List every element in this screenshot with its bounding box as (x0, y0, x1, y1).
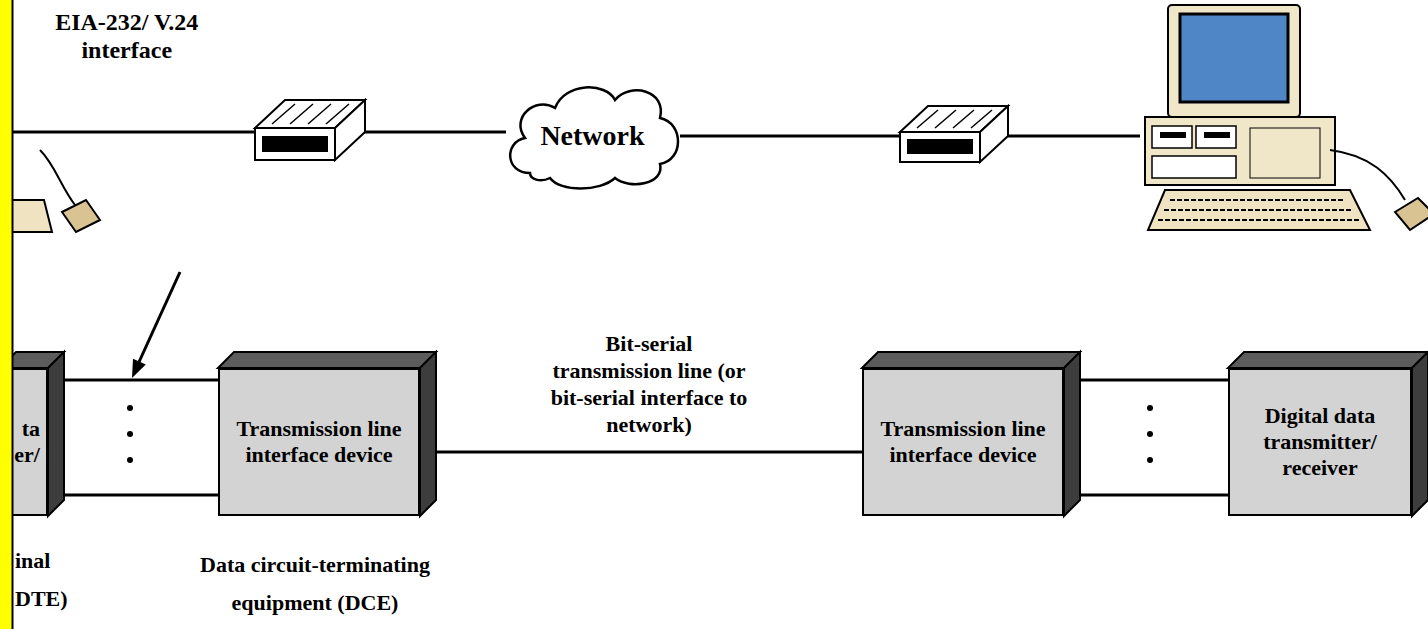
drive-bay (1152, 126, 1192, 148)
box-text: Transmission line interface device (870, 416, 1056, 468)
drive-bay (1152, 156, 1236, 178)
box-top-face (862, 352, 1080, 368)
wire (0, 131, 256, 134)
modem-grille (272, 104, 349, 124)
mouse (1395, 198, 1428, 230)
box-side-face (1412, 352, 1428, 516)
mouse (62, 200, 100, 232)
equipment-label: inal DTE) (15, 542, 75, 618)
drive-slot (1160, 132, 1186, 138)
network-cloud: Network (500, 78, 685, 193)
modem-grille (917, 110, 992, 128)
dte-box: Digital data transmitter/ receiver (1228, 368, 1412, 516)
dce-box: Transmission line interface device (218, 368, 420, 516)
box-text: Network (540, 120, 644, 152)
modem-slot (907, 139, 973, 154)
modem-side (980, 106, 1008, 162)
box-side-face (420, 352, 436, 516)
modem (255, 100, 365, 160)
dot (127, 457, 133, 463)
box-bevel (862, 352, 1080, 516)
keyboard (1148, 190, 1370, 230)
dot (1147, 405, 1153, 411)
modem-front (255, 128, 335, 160)
box-top-face (1228, 352, 1428, 368)
dot (127, 431, 133, 437)
transmission-line (1080, 380, 1228, 495)
box-top-face (218, 352, 436, 368)
dce-box: Transmission line interface device (862, 368, 1064, 516)
box-side-face (48, 352, 64, 516)
system-unit (1145, 117, 1335, 185)
box-text: Transmission line interface device (226, 416, 412, 468)
dot (127, 405, 133, 411)
margin-bar (0, 0, 12, 629)
box-side-face (1064, 352, 1080, 516)
monitor (1168, 5, 1300, 117)
cloud-shape (510, 87, 678, 188)
line-label: Bit-serial transmission line (or bit-ser… (548, 330, 751, 438)
monitor-screen (1180, 14, 1288, 102)
modem-front (900, 132, 980, 162)
box-bevel (218, 352, 436, 516)
wire (680, 135, 902, 138)
transmission-line (64, 380, 218, 495)
dot (1147, 431, 1153, 437)
page-margin (0, 0, 14, 629)
cable (40, 150, 75, 205)
modem-slot (262, 136, 328, 152)
interface-label: EIA-232/ V.24 interface (54, 8, 200, 64)
wire (1008, 135, 1140, 138)
box-bevel (1228, 352, 1428, 516)
transmission-line (436, 451, 862, 454)
keyboard-keys (1158, 200, 1360, 220)
dot (1147, 457, 1153, 463)
leader-line (139, 272, 180, 362)
computer (1145, 5, 1428, 230)
panel (1250, 128, 1320, 178)
leader-arrowhead (132, 359, 146, 378)
drive-slot (1204, 132, 1230, 138)
box-text: Digital data transmitter/ receiver (1236, 403, 1404, 481)
margin-rule (12, 0, 14, 629)
equipment-label: Data circuit-terminating equipment (DCE) (185, 546, 445, 622)
modem-side (335, 100, 365, 160)
drive-bay (1196, 126, 1236, 148)
wire (364, 131, 506, 134)
modem (900, 106, 1008, 162)
